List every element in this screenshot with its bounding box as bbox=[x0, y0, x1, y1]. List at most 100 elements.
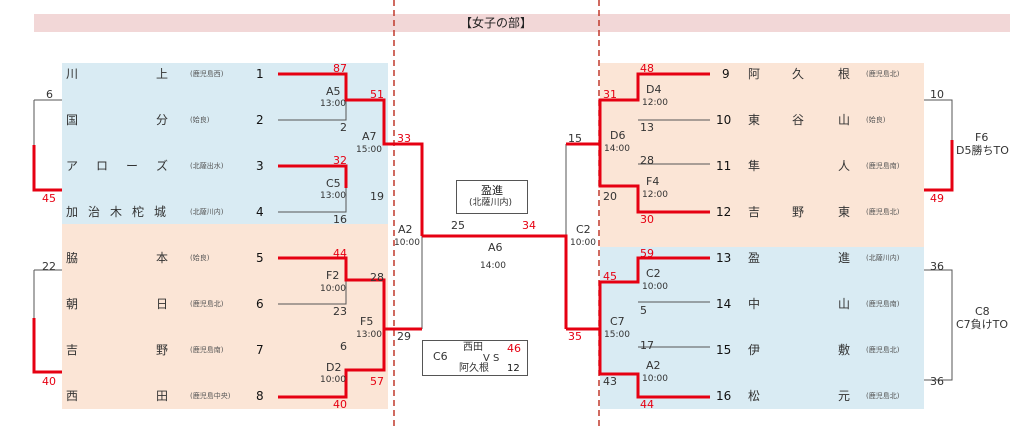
c6-code: C6 bbox=[433, 350, 448, 363]
champion-name: 盈進 bbox=[481, 184, 503, 197]
side-score: 36 bbox=[930, 375, 944, 388]
team-pref: (鹿児島南) bbox=[866, 300, 900, 308]
team-name-char: 野 bbox=[156, 343, 169, 357]
team-name-char: 国 bbox=[66, 113, 79, 127]
c6-score1: 46 bbox=[507, 342, 521, 355]
team-name-char: 本 bbox=[156, 251, 169, 265]
score: 44 bbox=[333, 247, 347, 260]
c8-note: C7負けTO bbox=[956, 318, 1009, 331]
team-pref: (姶良) bbox=[190, 116, 210, 124]
team-name-char: 山 bbox=[838, 297, 851, 311]
score: 13 bbox=[640, 121, 654, 134]
team-name-char: 川 bbox=[66, 67, 79, 81]
right-block-top bbox=[600, 63, 924, 247]
score: 57 bbox=[370, 375, 384, 388]
team-name-char: 松 bbox=[748, 389, 761, 403]
team-name-char: ー bbox=[126, 159, 139, 173]
team-pref: (鹿児島北) bbox=[866, 70, 900, 78]
side-score: 40 bbox=[42, 375, 56, 388]
team-pref: (鹿児島北) bbox=[866, 392, 900, 400]
side-score: 22 bbox=[42, 260, 56, 273]
team-name-char: 根 bbox=[838, 67, 851, 81]
left-block-top bbox=[62, 63, 388, 224]
score: 87 bbox=[333, 62, 347, 75]
team-name-char: 盈 bbox=[748, 251, 761, 265]
team-name-char: 柁 bbox=[132, 205, 145, 219]
match-A6: A6 bbox=[488, 241, 503, 254]
champion-box: 盈進 (北薩川内) bbox=[456, 180, 528, 214]
match-F2: F2 bbox=[326, 269, 340, 282]
team-seed: 16 bbox=[716, 389, 732, 403]
team-pref: (鹿児島北) bbox=[866, 208, 900, 216]
side-score: 6 bbox=[46, 88, 53, 101]
score: 5 bbox=[640, 304, 647, 317]
team-name-char: 城 bbox=[154, 205, 167, 219]
time-C5: 13:00 bbox=[320, 191, 346, 201]
time-A2-right: 10:00 bbox=[642, 374, 668, 384]
match-A7: A7 bbox=[362, 130, 377, 143]
team-name-char: 元 bbox=[838, 389, 851, 403]
score: 31 bbox=[603, 88, 617, 101]
match-D4: D4 bbox=[646, 83, 662, 96]
score: 23 bbox=[333, 305, 347, 318]
time-A7: 15:00 bbox=[356, 145, 382, 155]
team-seed: 7 bbox=[256, 343, 264, 357]
left-block-bottom bbox=[62, 224, 388, 409]
team-seed: 10 bbox=[716, 113, 732, 127]
team-name-char: 吉 bbox=[66, 343, 79, 357]
team-name-char: 田 bbox=[156, 389, 169, 403]
team-name-char: 山 bbox=[838, 113, 851, 127]
team-name-char: ア bbox=[66, 159, 79, 173]
time-A6: 14:00 bbox=[480, 261, 506, 271]
team-seed: 2 bbox=[256, 113, 264, 127]
team-seed: 8 bbox=[256, 389, 264, 403]
side-score: 49 bbox=[930, 192, 944, 205]
c6-team2: 阿久根 bbox=[459, 363, 489, 374]
team-name-char: ロ bbox=[96, 159, 109, 173]
time-D4: 12:00 bbox=[642, 98, 668, 108]
side-score: 10 bbox=[930, 88, 944, 101]
c6-score2: 12 bbox=[507, 363, 520, 374]
team-name-char: 進 bbox=[838, 251, 851, 265]
team-seed: 12 bbox=[716, 205, 732, 219]
team-name-char: 久 bbox=[792, 67, 805, 81]
team-name-char: 人 bbox=[838, 159, 851, 173]
score: 29 bbox=[397, 330, 411, 343]
match-A5: A5 bbox=[326, 85, 341, 98]
c6-box: C6 西田 46 V S 阿久根 12 bbox=[422, 340, 528, 376]
score: 34 bbox=[522, 219, 536, 232]
score: 25 bbox=[451, 219, 465, 232]
champion-pref: (北薩川内) bbox=[469, 198, 513, 208]
team-pref: (鹿児島西) bbox=[190, 70, 224, 78]
team-name-char: 上 bbox=[156, 67, 169, 81]
team-pref: (鹿児島北) bbox=[866, 346, 900, 354]
team-seed: 6 bbox=[256, 297, 264, 311]
team-name-char: 日 bbox=[156, 297, 169, 311]
match-D6: D6 bbox=[610, 129, 626, 142]
score: 17 bbox=[640, 339, 654, 352]
score: 6 bbox=[340, 340, 347, 353]
page-title: 【女子の部】 bbox=[460, 16, 533, 30]
title-bar bbox=[34, 14, 1010, 32]
score: 16 bbox=[333, 213, 347, 226]
score: 28 bbox=[370, 271, 384, 284]
team-name-char: 野 bbox=[792, 205, 805, 219]
time-C7: 15:00 bbox=[604, 330, 630, 340]
score: 51 bbox=[370, 88, 384, 101]
team-pref: (鹿児島南) bbox=[190, 346, 224, 354]
f6-note: D5勝ちTO bbox=[956, 144, 1009, 157]
side-score: 36 bbox=[930, 260, 944, 273]
team-name-char: 治 bbox=[88, 205, 101, 219]
score: 33 bbox=[397, 132, 411, 145]
right-block-bottom bbox=[600, 247, 924, 409]
score: 20 bbox=[603, 190, 617, 203]
score: 19 bbox=[370, 190, 384, 203]
team-pref: (鹿児島中央) bbox=[190, 392, 231, 400]
team-seed: 9 bbox=[722, 67, 730, 81]
team-pref: (鹿児島南) bbox=[866, 162, 900, 170]
match-C2-right: C2 bbox=[646, 267, 661, 280]
time-D2: 10:00 bbox=[320, 375, 346, 385]
match-D2: D2 bbox=[326, 361, 342, 374]
team-name-char: 隼 bbox=[748, 159, 761, 173]
f6-code: F6 bbox=[975, 131, 989, 144]
